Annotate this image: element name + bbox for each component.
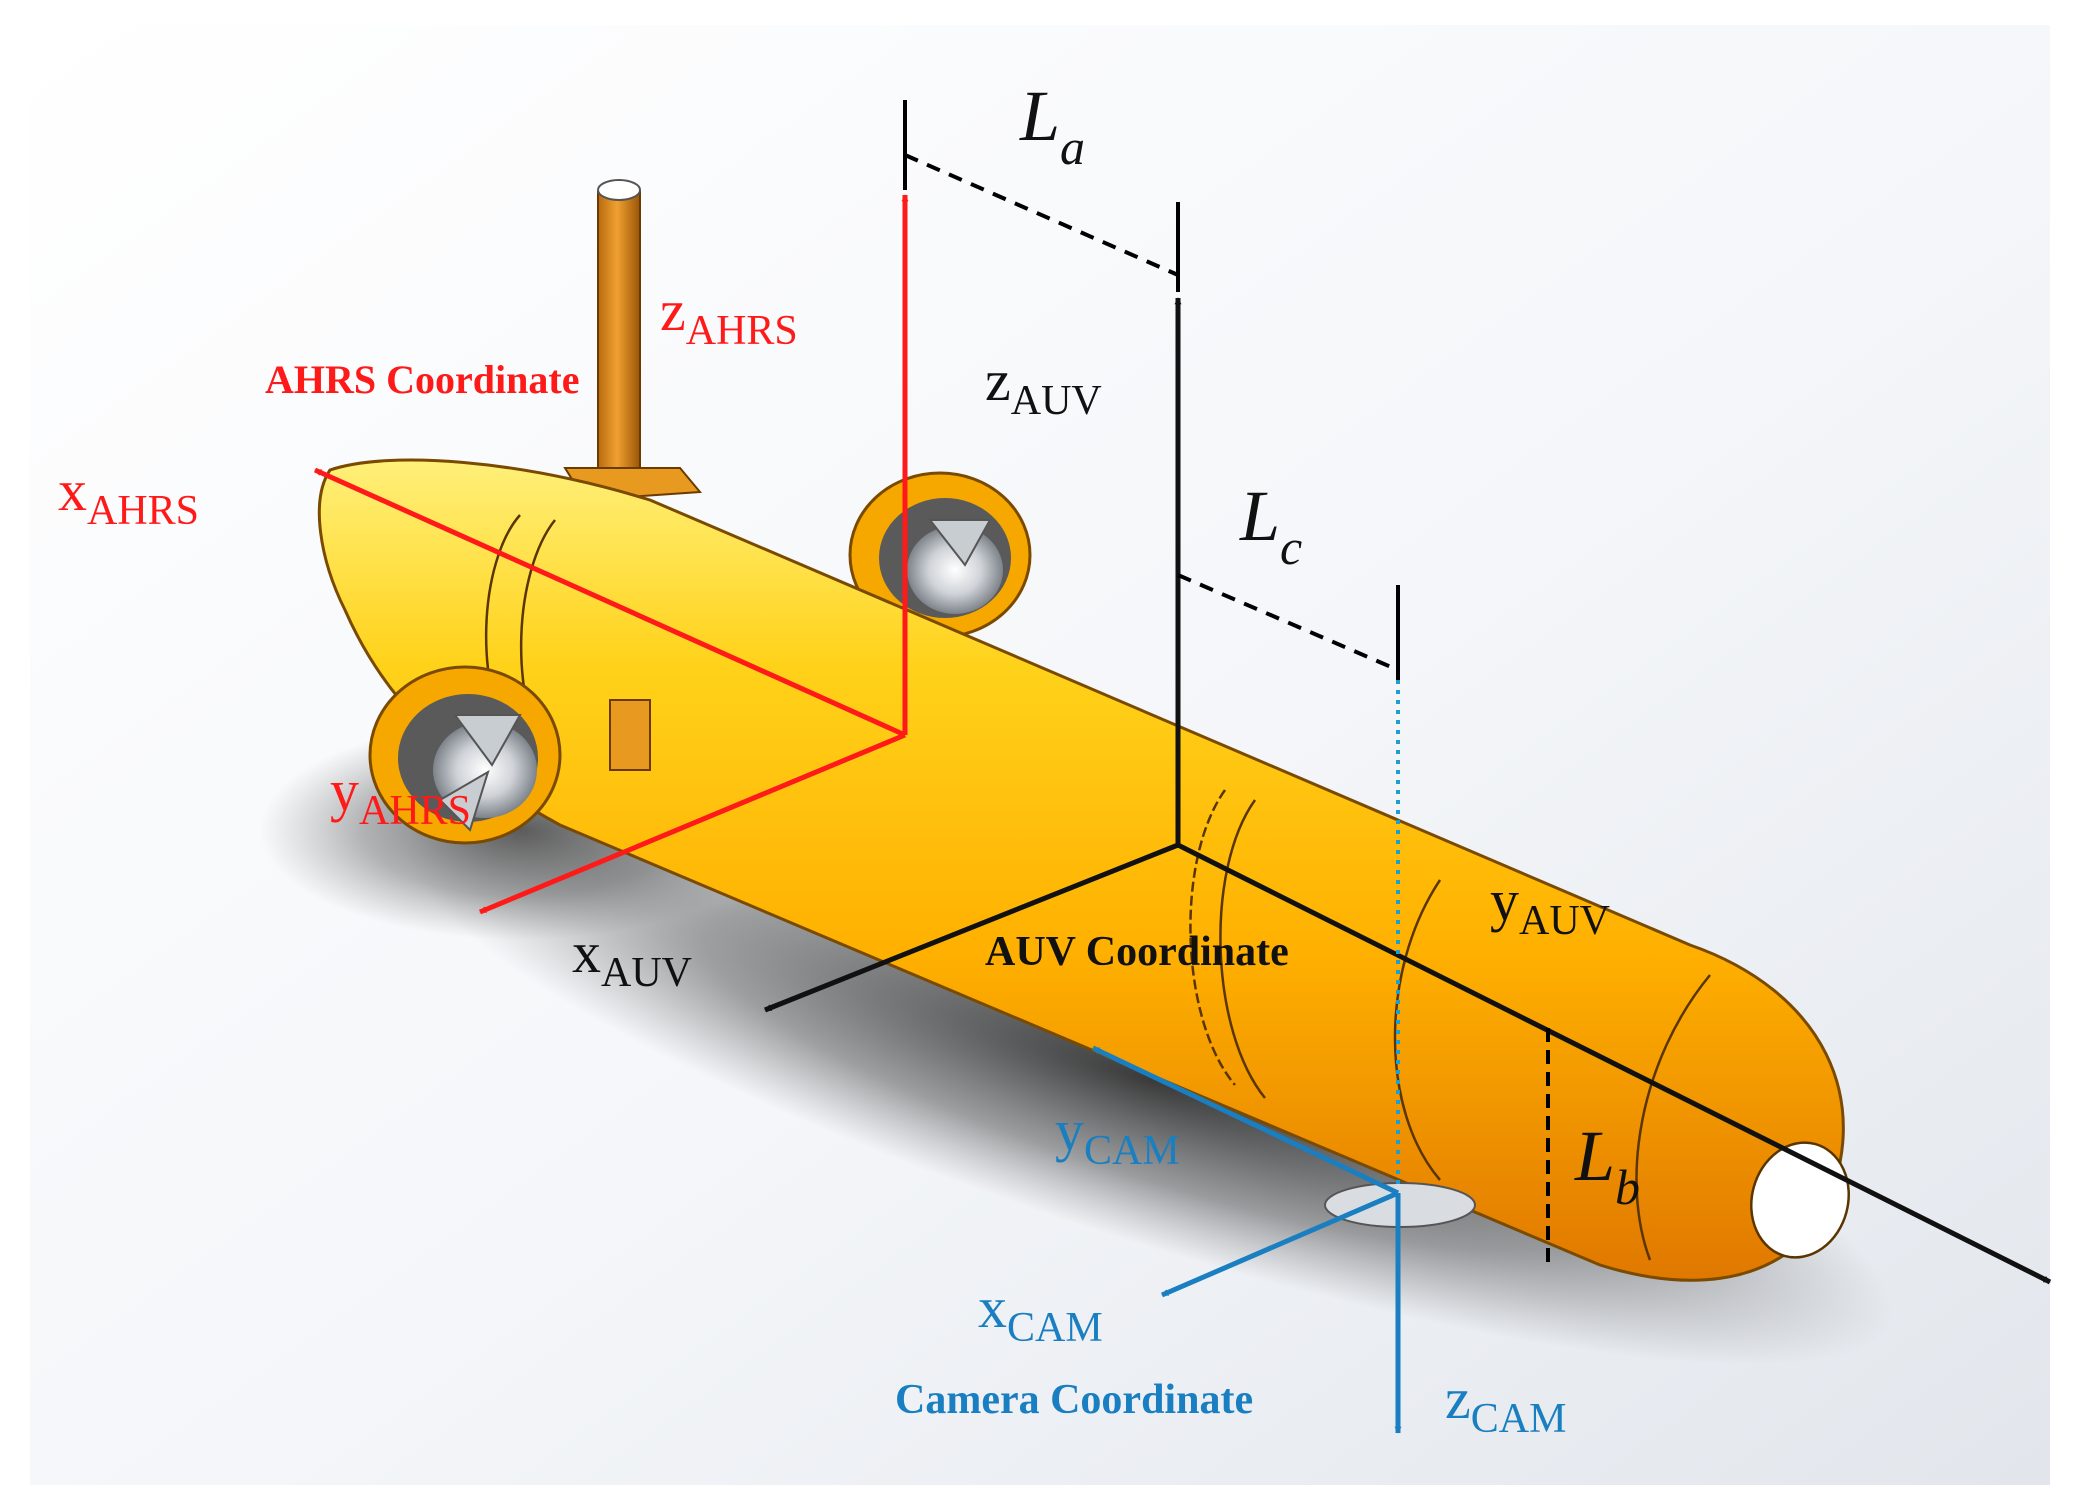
ahrs-coordinate-title: AHRS Coordinate <box>265 357 579 402</box>
ahrs-x-label: xAHRS <box>58 458 199 534</box>
auv-coordinate-title: AUV Coordinate <box>985 929 1289 975</box>
auv-x-axis <box>764 842 1179 1013</box>
camera-coordinate-title: Camera Coordinate <box>895 1377 1253 1423</box>
ahrs-y-axis <box>479 732 906 915</box>
ahrs-y-label: yAHRS <box>330 758 471 834</box>
lc-dashed <box>1177 573 1399 672</box>
camera-axes <box>1091 680 1402 1434</box>
ahrs-x-axis <box>313 467 907 738</box>
auv-x-label: xAUV <box>572 920 692 996</box>
lb-label: Lb <box>1574 1116 1640 1215</box>
camera-y-label: yCAM <box>1055 1098 1180 1174</box>
auv-y-label: yAUV <box>1490 868 1610 944</box>
rear-thruster <box>848 471 1032 639</box>
camera-z-label: zCAM <box>1445 1366 1566 1442</box>
lc-label: Lc <box>1239 476 1302 575</box>
la-dashed <box>904 153 1179 277</box>
dimension-lines <box>903 100 1550 1262</box>
ahrs-z-label: zAHRS <box>660 278 798 354</box>
camera-y-axis <box>1091 1045 1400 1196</box>
auv-axes <box>764 297 2052 1285</box>
ahrs-mast <box>563 179 703 502</box>
auv-z-label: zAUV <box>985 348 1102 424</box>
ahrs-axes <box>313 194 909 915</box>
auv-y-axis <box>1176 842 2052 1285</box>
camera-x-label: xCAM <box>978 1275 1103 1351</box>
la-label: La <box>1019 76 1085 175</box>
front-thruster <box>368 665 562 845</box>
camera-x-axis <box>1161 1190 1399 1298</box>
